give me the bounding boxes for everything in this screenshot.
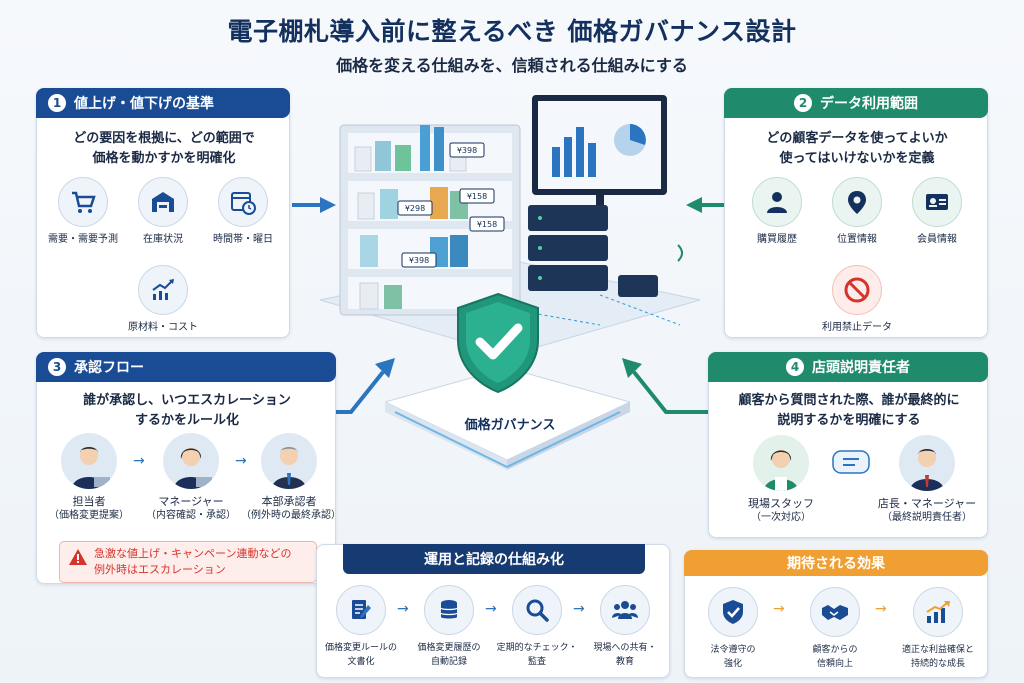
section-2-number: 2 bbox=[794, 94, 812, 112]
section-1-header: 1 値上げ・値下げの基準 bbox=[36, 88, 290, 118]
section-3-number: 3 bbox=[48, 358, 66, 376]
person-staff: 担当者 （価格変更提案） bbox=[43, 433, 135, 523]
page-title: 電子棚札導入前に整えるべき 価格ガバナンス設計 bbox=[227, 17, 797, 46]
shield-check-icon bbox=[723, 600, 743, 624]
price-tag-5: ¥398 bbox=[409, 256, 429, 265]
section-2-header: 2 データ利用範囲 bbox=[724, 88, 988, 118]
store-manager-avatar-icon bbox=[910, 449, 944, 491]
dashboard-monitor-icon bbox=[532, 95, 667, 215]
section-4-description: 顧客から質問された際、誰が最終的に 説明するかを明確にする bbox=[738, 393, 960, 428]
staff-avatar-icon bbox=[72, 447, 110, 489]
section-2-description: どの顧客データを使ってよいか 使ってはいけないかを定義 bbox=[766, 131, 948, 166]
person-store-manager: 店長・マネージャー （最終説明責任者） bbox=[871, 435, 983, 525]
item-purchase-history: 購買履歴 bbox=[735, 177, 819, 247]
trend-up-icon bbox=[152, 279, 174, 300]
price-tag-2: ¥158 bbox=[467, 192, 487, 201]
database-icon bbox=[440, 600, 458, 619]
price-tag-3: ¥298 bbox=[405, 204, 425, 213]
price-tag-1: ¥398 bbox=[457, 146, 477, 155]
flow-arrow-icon: → bbox=[573, 601, 585, 617]
prohibited-icon bbox=[844, 277, 870, 303]
item-cost: 原材料・コスト bbox=[121, 265, 205, 335]
effect-trust: 顧客からの 信頼向上 bbox=[789, 587, 881, 671]
section-operations: 運用と記録の仕組み化 価格変更ルールの 文書化 → 価格変更履歴の 自動記録 →… bbox=[316, 544, 670, 678]
location-pin-icon bbox=[848, 191, 866, 214]
chat-bubble-icon bbox=[832, 450, 870, 474]
item-location: 位置情報 bbox=[815, 177, 899, 247]
store-staff-avatar-icon bbox=[764, 450, 798, 491]
document-edit-icon bbox=[352, 600, 371, 619]
item-prohibited-data: 利用禁止データ bbox=[815, 265, 899, 335]
item-member-info: 会員情報 bbox=[895, 177, 979, 247]
person-icon bbox=[767, 192, 787, 213]
flow-arrow-icon: → bbox=[235, 453, 247, 469]
section-1-description: どの要因を根拠に、どの範囲で 価格を動かすかを明確化 bbox=[73, 131, 255, 166]
section-4-number: 4 bbox=[786, 358, 804, 376]
operations-header: 運用と記録の仕組み化 bbox=[343, 544, 645, 574]
escalation-warning: 急激な値上げ・キャンペーン連動などの 例外時はエスカレーション bbox=[59, 541, 317, 583]
governance-platform bbox=[385, 367, 630, 470]
person-store-staff: 現場スタッフ （一次対応） bbox=[735, 435, 827, 525]
warning-icon bbox=[69, 549, 87, 565]
section-data-scope: 2 データ利用範囲 どの顧客データを使ってよいか 使ってはいけないかを定義 購買… bbox=[724, 88, 988, 338]
effect-compliance: 法令遵守の 強化 bbox=[687, 587, 779, 671]
server-icon bbox=[528, 205, 658, 297]
section-expected-effects: 期待される効果 法令遵守の 強化 → 顧客からの 信頼向上 → 適正な利益確保と… bbox=[684, 550, 988, 678]
center-label: 価格ガバナンス bbox=[464, 418, 556, 433]
operations-title: 運用と記録の仕組み化 bbox=[424, 552, 564, 568]
item-demand: 需要・需要予測 bbox=[41, 177, 125, 247]
flow-arrow-icon: → bbox=[875, 601, 887, 617]
section-store-accountability: 4 店頭説明責任者 顧客から質問された際、誰が最終的に 説明するかを明確にする … bbox=[708, 352, 988, 538]
cart-icon bbox=[72, 191, 96, 213]
price-tags: ¥398 ¥158 ¥298 ¥158 ¥398 bbox=[397, 142, 505, 268]
effect-growth: 適正な利益確保と 持続的な成長 bbox=[889, 587, 987, 671]
manager-avatar-icon bbox=[174, 448, 212, 489]
op-item-training: 現場への共有・ 教育 bbox=[583, 585, 667, 669]
id-card-icon bbox=[926, 194, 948, 210]
item-time: 時間帯・曜日 bbox=[201, 177, 285, 247]
price-tag-4: ¥158 bbox=[477, 220, 497, 229]
flow-arrow-icon: → bbox=[133, 453, 145, 469]
op-item-auto-record: 価格変更履歴の 自動記録 bbox=[407, 585, 491, 669]
section-4-title: 店頭説明責任者 bbox=[812, 360, 910, 376]
section-3-header: 3 承認フロー bbox=[36, 352, 336, 382]
section-3-description: 誰が承認し、いつエスカレーション するかをルール化 bbox=[83, 393, 291, 428]
handshake-icon bbox=[822, 605, 848, 620]
person-hq-approver: 本部承認者 （例外時の最終承認） bbox=[241, 433, 341, 523]
growth-chart-icon bbox=[926, 601, 950, 623]
group-icon bbox=[612, 601, 638, 619]
shelf-illustration bbox=[339, 124, 521, 316]
center-illustration: ¥398 ¥158 ¥298 ¥158 ¥398 bbox=[319, 95, 701, 356]
arrow-up-left-icon bbox=[622, 358, 710, 414]
page-subtitle: 価格を変える仕組みを、信頼される仕組みにする bbox=[336, 56, 688, 75]
op-item-audit: 定期的なチェック・ 監査 bbox=[495, 585, 579, 669]
item-inventory: 在庫状況 bbox=[121, 177, 205, 247]
arrow-right-icon bbox=[292, 197, 336, 213]
section-1-number: 1 bbox=[48, 94, 66, 112]
effects-header: 期待される効果 bbox=[684, 550, 988, 576]
warehouse-icon bbox=[152, 192, 174, 212]
flow-arrow-icon: → bbox=[773, 601, 785, 617]
section-3-title: 承認フロー bbox=[74, 360, 144, 376]
section-1-title: 値上げ・値下げの基準 bbox=[74, 96, 214, 112]
effects-title: 期待される効果 bbox=[787, 556, 885, 572]
section-4-header: 4 店頭説明責任者 bbox=[708, 352, 988, 382]
op-item-documentation: 価格変更ルールの 文書化 bbox=[319, 585, 403, 669]
person-manager: マネージャー （内容確認・承認） bbox=[145, 433, 237, 523]
hq-approver-avatar-icon bbox=[272, 447, 306, 489]
flow-arrow-icon: → bbox=[397, 601, 409, 617]
section-2-title: データ利用範囲 bbox=[820, 96, 918, 112]
shield-check-icon bbox=[457, 292, 539, 394]
flow-arrow-icon: → bbox=[485, 601, 497, 617]
calendar-clock-icon bbox=[231, 192, 256, 215]
section-approval-flow: 3 承認フロー 誰が承認し、いつエスカレーション するかをルール化 担当者 （価… bbox=[36, 352, 341, 584]
section-price-criteria: 1 値上げ・値下げの基準 どの要因を根拠に、どの範囲で 価格を動かすかを明確化 … bbox=[36, 88, 290, 338]
magnifier-icon bbox=[526, 599, 549, 622]
